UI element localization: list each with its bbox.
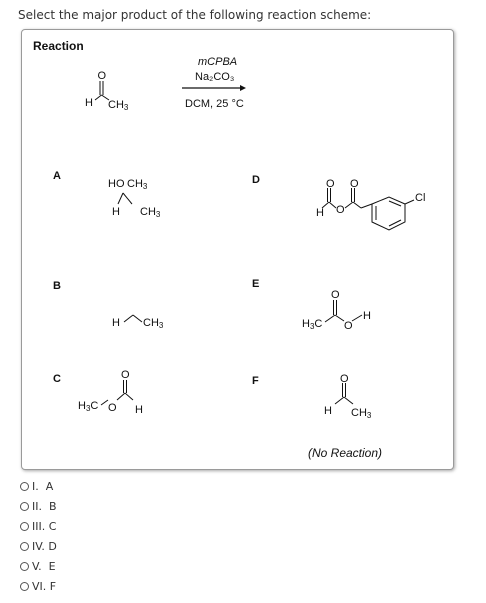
e-h3c: H3C xyxy=(302,318,322,331)
d-cl: Cl xyxy=(415,192,425,204)
label-b: B xyxy=(53,280,61,292)
reagent-mcpba: mCPBA xyxy=(198,56,237,68)
reactant-h: H xyxy=(85,97,93,109)
radio-iii[interactable] xyxy=(20,521,29,531)
question-text: Select the major product of the followin… xyxy=(18,8,372,22)
option-i-label: I. A xyxy=(32,479,54,493)
f-o: O xyxy=(340,373,349,385)
a-ch3-top: CH3 xyxy=(127,178,148,191)
label-f: F xyxy=(252,375,259,387)
reagent-conditions: DCM, 25 °C xyxy=(185,98,244,110)
option-v[interactable]: V. E xyxy=(20,556,57,576)
label-c: C xyxy=(53,373,61,385)
d-o1: O xyxy=(326,178,335,190)
reactant-o: O xyxy=(98,70,107,82)
e-o-hydroxyl: O xyxy=(344,320,353,332)
no-reaction-note: (No Reaction) xyxy=(308,446,383,460)
e-o-carbonyl: O xyxy=(331,289,340,301)
reaction-scheme: O H CH3 mCPBA Na₂CO₃ DCM, 25 °C HO CH3 H… xyxy=(78,56,425,420)
radio-i[interactable] xyxy=(20,481,29,491)
radio-vi[interactable] xyxy=(20,581,29,591)
label-e: E xyxy=(252,278,260,290)
radio-v[interactable] xyxy=(20,561,29,571)
c-o-ester: O xyxy=(108,402,117,414)
reactant-acetaldehyde-structure xyxy=(94,81,110,101)
radio-ii[interactable] xyxy=(20,501,29,511)
option-iv-label: IV. D xyxy=(32,539,57,553)
a-h: H xyxy=(112,206,120,218)
option-iv[interactable]: IV. D xyxy=(20,536,57,556)
d-o2: O xyxy=(350,178,359,190)
d-o-bridge: O xyxy=(336,204,345,216)
b-h: H xyxy=(112,317,120,329)
reagent-base: Na₂CO₃ xyxy=(195,71,234,83)
option-ii[interactable]: II. B xyxy=(20,496,57,516)
option-vi-label: VI. F xyxy=(32,579,57,593)
c-o-carbonyl: O xyxy=(121,369,130,381)
c-h: H xyxy=(135,404,143,416)
a-ho: HO xyxy=(108,178,125,190)
reactant-ch3: CH3 xyxy=(108,99,129,112)
option-v-label: V. E xyxy=(32,559,56,573)
reaction-panel: Reaction O H CH3 mCPBA Na₂CO₃ DCM, 25 °C… xyxy=(21,29,454,470)
b-ch3: CH3 xyxy=(143,317,164,330)
f-ch3: CH3 xyxy=(351,407,372,420)
e-h: H xyxy=(363,310,371,322)
f-h: H xyxy=(324,405,332,417)
option-iii[interactable]: III. C xyxy=(20,516,57,536)
a-ch3-bottom: CH3 xyxy=(140,206,161,219)
label-a: A xyxy=(53,170,61,182)
option-vi[interactable]: VI. F xyxy=(20,576,57,596)
answer-options: I. A II. B III. C IV. D V. E VI. F xyxy=(20,476,57,596)
label-d: D xyxy=(252,174,260,186)
reaction-arrowhead xyxy=(240,85,246,91)
radio-iv[interactable] xyxy=(20,541,29,551)
option-ii-label: II. B xyxy=(32,499,57,513)
d-h: H xyxy=(316,207,324,219)
option-iii-label: III. C xyxy=(32,519,57,533)
panel-title: Reaction xyxy=(33,39,84,53)
c-h3c: H3C xyxy=(78,400,98,413)
option-i[interactable]: I. A xyxy=(20,476,57,496)
